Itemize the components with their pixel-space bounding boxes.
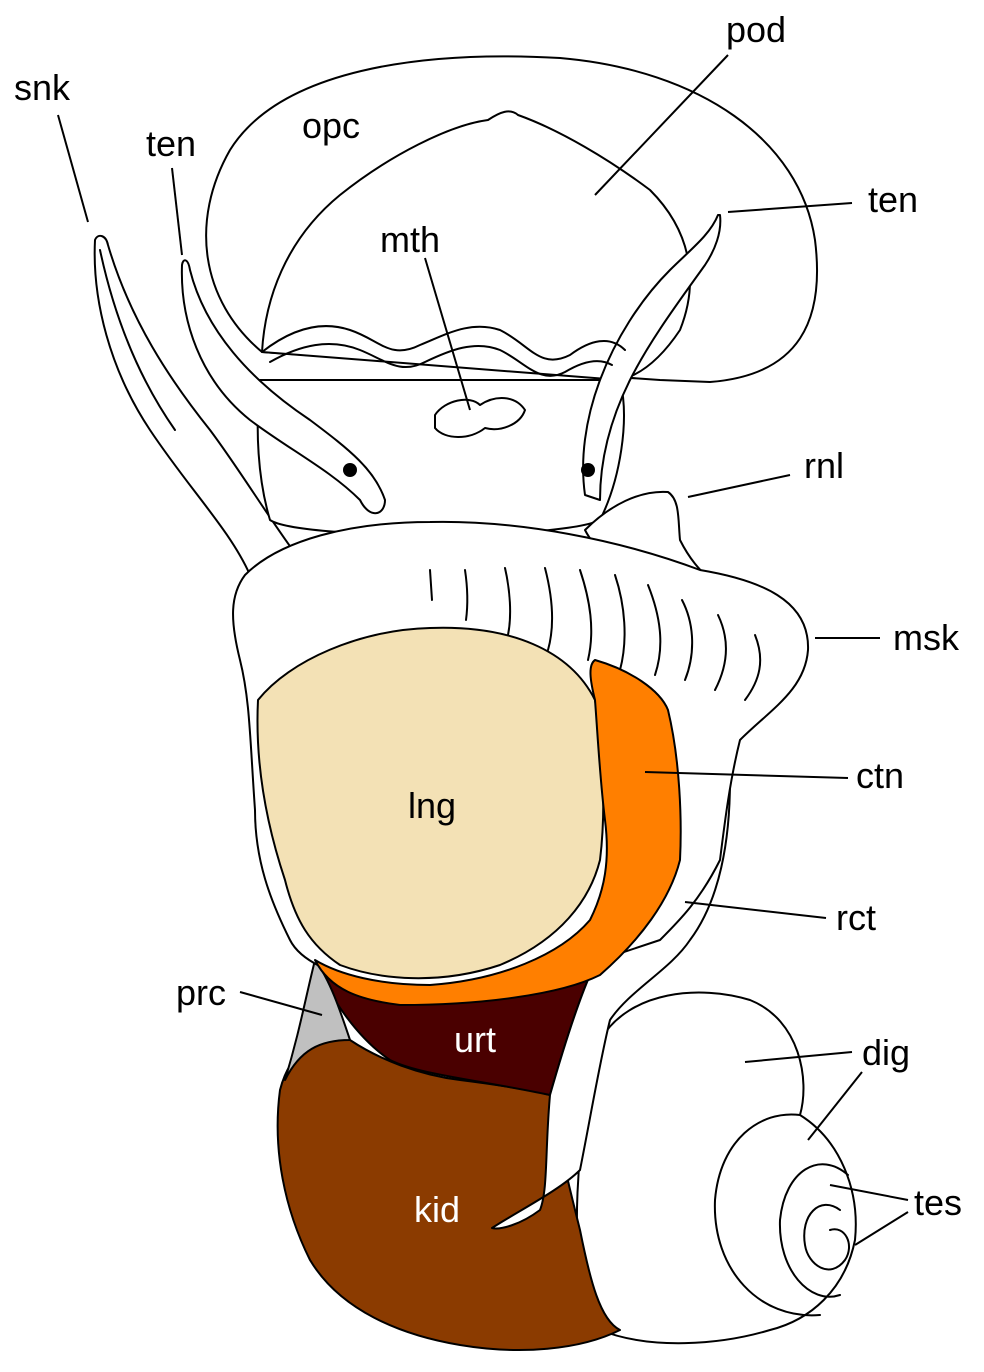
label-kid: kid bbox=[414, 1189, 460, 1230]
leader-ten-left bbox=[172, 168, 182, 255]
leader-rnl bbox=[688, 475, 790, 497]
label-urt: urt bbox=[454, 1019, 496, 1060]
leader-dig-2 bbox=[808, 1072, 862, 1140]
label-ctn: ctn bbox=[856, 755, 904, 796]
eye-right bbox=[581, 463, 595, 477]
label-rnl: rnl bbox=[804, 445, 844, 486]
leader-tes-2 bbox=[855, 1212, 908, 1245]
eye-left bbox=[343, 463, 357, 477]
label-rct: rct bbox=[836, 897, 876, 938]
label-ten-left: ten bbox=[146, 123, 196, 164]
label-ten-right: ten bbox=[868, 179, 918, 220]
label-opc: opc bbox=[302, 105, 360, 146]
label-prc: prc bbox=[176, 972, 226, 1013]
label-tes: tes bbox=[914, 1182, 962, 1223]
label-lng: lng bbox=[408, 785, 456, 826]
label-mth: mth bbox=[380, 219, 440, 260]
label-dig: dig bbox=[862, 1032, 910, 1073]
label-msk: msk bbox=[893, 617, 960, 658]
leader-snk bbox=[58, 115, 88, 222]
label-pod: pod bbox=[726, 9, 786, 50]
shell-spire bbox=[577, 993, 856, 1344]
label-snk: snk bbox=[14, 67, 71, 108]
